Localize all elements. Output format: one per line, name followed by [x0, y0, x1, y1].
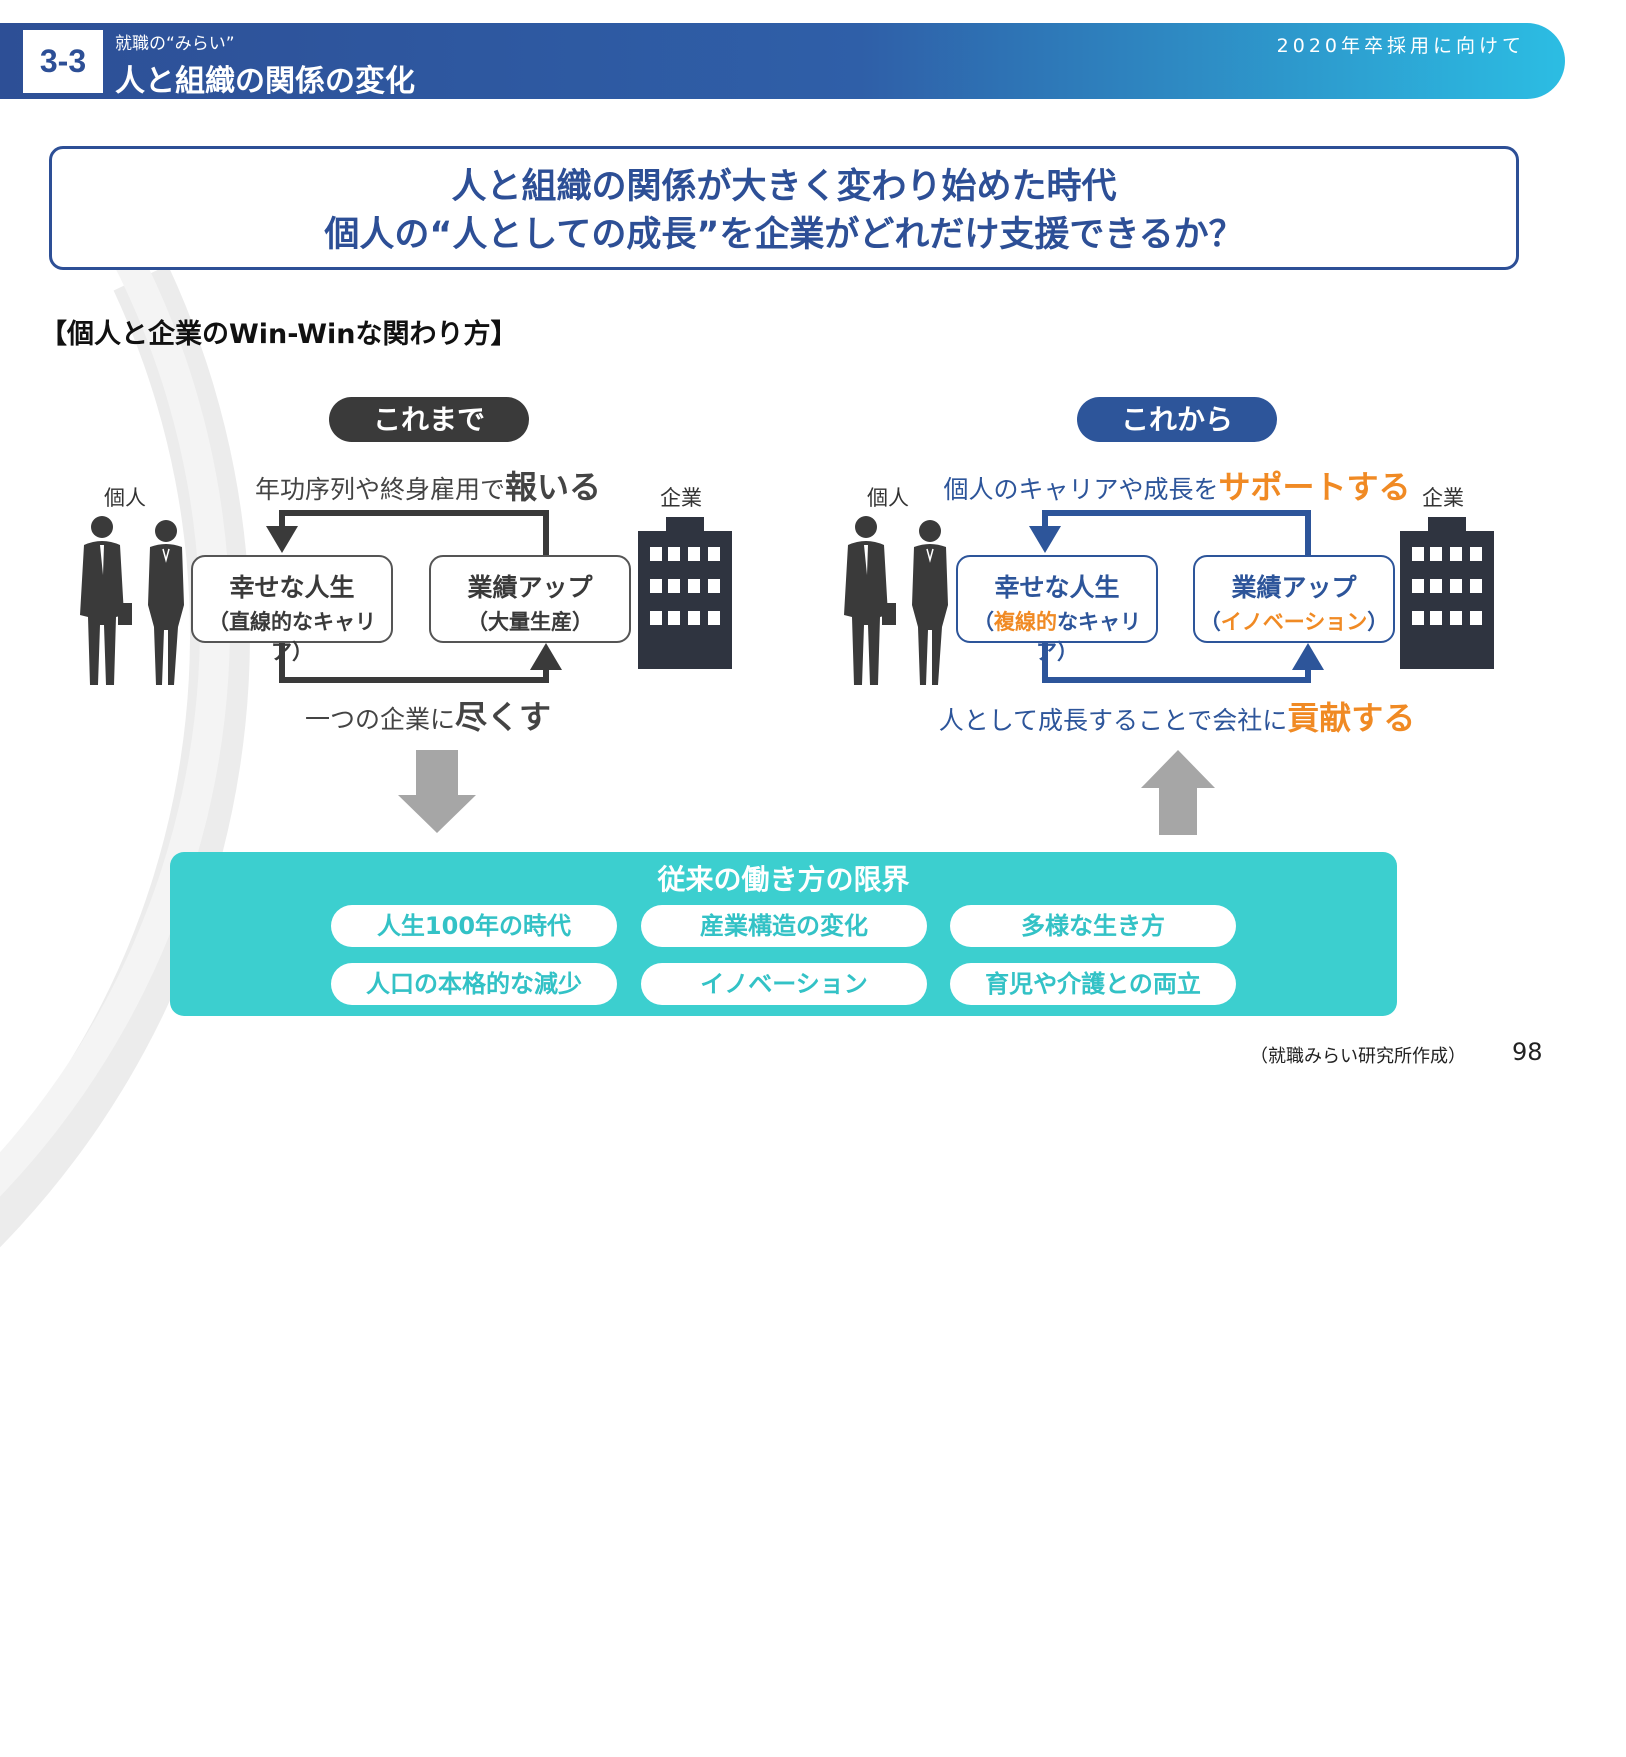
limits-panel: 従来の働き方の限界 人生100年の時代 産業構造の変化 多様な生き方 人口の本格…: [170, 852, 1397, 1016]
headline-line1: 人と組織の関係が大きく変わり始めた時代: [451, 167, 1117, 207]
arrow-down-icon: [1029, 526, 1061, 553]
individual-label: 個人: [104, 486, 146, 510]
header-right-text: 2020年卒採用に向けて: [1276, 35, 1525, 57]
limits-title: 従来の働き方の限界: [657, 863, 910, 896]
headline-box: 人と組織の関係が大きく変わり始めた時代 個人の“人としての成長”を企業がどれだけ…: [49, 146, 1519, 270]
header-subtitle: 就職の“みらい”: [115, 34, 235, 54]
big-arrow-up-icon: [1141, 750, 1215, 835]
limit-item: 多様な生き方: [950, 905, 1236, 947]
box-title: 幸せな人生: [229, 573, 355, 602]
arrow-up-icon: [1292, 643, 1324, 670]
building-icon: [1400, 517, 1494, 669]
box-subtitle: （イノベーション）: [1195, 606, 1393, 636]
pill-after: これから: [1077, 397, 1277, 442]
limit-item: 産業構造の変化: [641, 905, 927, 947]
limit-item: 育児や介護との両立: [950, 963, 1236, 1005]
paren: （: [1199, 610, 1221, 634]
headline-line2: 個人の“人としての成長”を企業がどれだけ支援できるか？: [324, 215, 1244, 255]
box-performance: 業績アップ （大量生産）: [429, 555, 631, 643]
paren: ）: [1367, 610, 1389, 634]
box-happy-life: 幸せな人生 （直線的なキャリア）: [191, 555, 393, 664]
before-bottom-caption: 一つの企業に尽くす: [178, 692, 678, 738]
building-icon: [638, 517, 732, 669]
company-label: 企業: [1422, 486, 1464, 510]
big-arrow-down-icon: [398, 750, 476, 833]
limit-item: イノベーション: [641, 963, 927, 1005]
header-bar: 3-3 就職の“みらい” 人と組織の関係の変化 2020年卒採用に向けて: [0, 23, 1565, 99]
cycle-loop-before: [279, 510, 549, 683]
rest-text: なキャリア）: [1036, 610, 1141, 664]
diagram-graphics: [79, 510, 1494, 835]
paren: （: [973, 610, 994, 634]
box-title: 業績アップ: [467, 573, 593, 602]
individual-label: 個人: [867, 486, 909, 510]
source-note: （就職みらい研究所作成）: [1250, 1046, 1466, 1067]
caption-emphasis: 報いる: [505, 468, 602, 506]
caption-text: 年功序列や終身雇用で: [254, 475, 505, 504]
arrow-up-icon: [530, 643, 562, 670]
people-silhouette-icon: [79, 515, 185, 686]
caption-emphasis: 貢献する: [1287, 699, 1416, 737]
pill-before: これまで: [329, 397, 529, 442]
box-happy-life: 幸せな人生 （複線的なキャリア）: [956, 555, 1158, 664]
caption-text: 人として成長することで会社に: [938, 706, 1288, 735]
emphasis-text: イノベーション: [1220, 610, 1368, 634]
box-subtitle: （複線的なキャリア）: [958, 606, 1156, 666]
caption-emphasis: サポートする: [1218, 468, 1411, 506]
people-silhouette-icon: [843, 515, 949, 686]
box-subtitle: （大量生産）: [467, 610, 593, 634]
after-bottom-caption: 人として成長することで会社に貢献する: [927, 693, 1427, 739]
section-number: 3-3: [23, 30, 103, 93]
page-title: 人と組織の関係の変化: [115, 64, 415, 99]
caption-text: 個人のキャリアや成長を: [943, 475, 1219, 504]
box-performance: 業績アップ （イノベーション）: [1193, 555, 1395, 643]
box-subtitle: （直線的なキャリア）: [208, 610, 376, 664]
arrow-down-icon: [266, 526, 298, 553]
section-title: 【個人と企業のWin-Winな関わり方】: [40, 319, 518, 350]
page-number: 98: [1512, 1038, 1543, 1066]
before-top-caption: 年功序列や終身雇用で報いる: [178, 462, 678, 508]
box-title: 幸せな人生: [994, 573, 1120, 602]
box-title: 業績アップ: [1231, 573, 1357, 602]
limit-item: 人口の本格的な減少: [331, 963, 617, 1005]
company-label: 企業: [660, 486, 702, 510]
emphasis-text: 複線的: [994, 610, 1057, 634]
after-top-caption: 個人のキャリアや成長をサポートする: [927, 462, 1427, 508]
caption-text: 一つの企業に: [304, 705, 455, 734]
cycle-loop-after: [1042, 510, 1311, 683]
caption-emphasis: 尽くす: [455, 698, 552, 736]
limit-item: 人生100年の時代: [331, 905, 617, 947]
